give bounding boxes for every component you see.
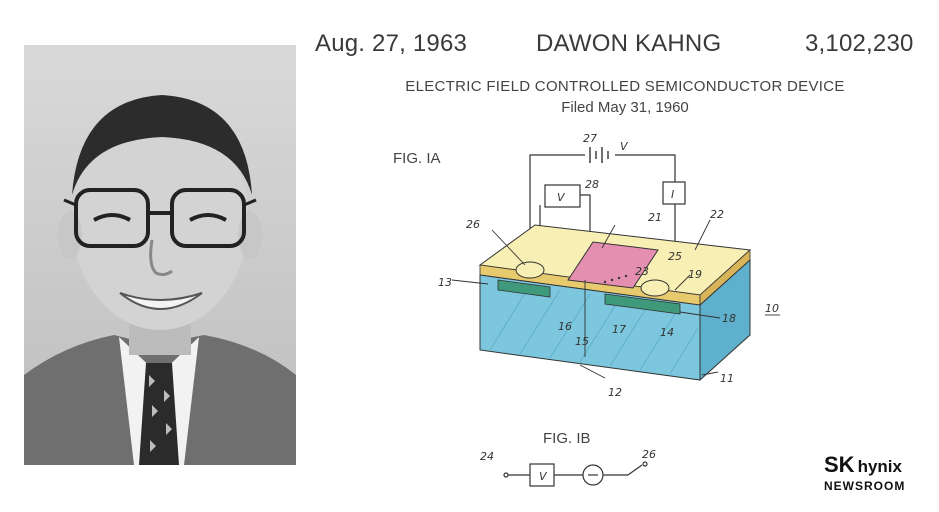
- ref-v-supply: V: [620, 140, 629, 153]
- ref-21: 21: [648, 211, 662, 224]
- ref-13: 13: [438, 276, 452, 289]
- patent-number: 3,102,230: [805, 30, 914, 57]
- fig1b-voltmeter-label: V: [539, 470, 548, 483]
- brand-hynix: hynix: [857, 457, 902, 476]
- figure-1b-circuit: [503, 461, 648, 487]
- ref-12: 12: [608, 386, 622, 399]
- patent-date: Aug. 27, 1963: [315, 30, 468, 57]
- ref-22: 22: [710, 208, 724, 221]
- voltmeter-label: V: [557, 191, 566, 204]
- battery-icon: [589, 147, 609, 163]
- ref-16: 16: [558, 320, 572, 333]
- ref-17: 17: [612, 323, 626, 336]
- inventor-name: DAWON KAHNG: [536, 30, 722, 57]
- ref-10: 10: [765, 302, 779, 315]
- patent-title: ELECTRIC FIELD CONTROLLED SEMICONDUCTOR …: [405, 78, 845, 95]
- ref-14: 14: [660, 326, 674, 339]
- ref-18: 18: [722, 312, 736, 325]
- ammeter-label: I: [671, 188, 674, 201]
- brand-sk: SK: [824, 452, 855, 477]
- semiconductor-block: [478, 224, 752, 382]
- patent-diagram: V I: [438, 132, 780, 487]
- ref-27: 27: [583, 132, 597, 145]
- ref-28: 28: [585, 178, 599, 191]
- ref-24: 24: [480, 450, 494, 463]
- ref-23: 23: [635, 265, 649, 278]
- filed-date: Filed May 31, 1960: [561, 99, 689, 116]
- ammeter-box: [662, 181, 686, 205]
- brand-newsroom: NEWSROOM: [824, 479, 906, 493]
- figure-1b-label: FIG. IB: [543, 430, 591, 447]
- inventor-photo: [24, 45, 296, 465]
- ref-26: 26: [466, 218, 480, 231]
- voltmeter-box: [544, 184, 581, 208]
- ref-15: 15: [575, 335, 589, 348]
- portrait-illustration: [24, 95, 296, 465]
- ref-19: 19: [688, 268, 702, 281]
- ref-11: 11: [720, 372, 734, 385]
- ref-25: 25: [668, 250, 682, 263]
- ref-26-fig1b: 26: [642, 448, 656, 461]
- figure-1a-label: FIG. IA: [393, 150, 441, 167]
